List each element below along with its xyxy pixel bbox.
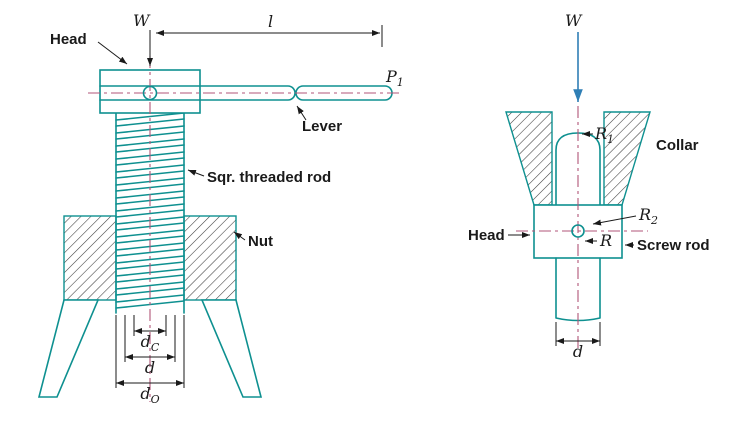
collar-right-wall <box>603 111 651 206</box>
lever-leader <box>296 105 307 121</box>
label-r1: R1 <box>594 124 614 146</box>
head-pin-circle-right <box>571 224 585 238</box>
collar-left-wall <box>505 111 553 206</box>
threaded-rod-leader <box>187 169 205 177</box>
label-head-right: Head <box>468 227 505 244</box>
label-threaded-rod: Sqr. threaded rod <box>207 169 331 186</box>
label-l: l <box>268 12 273 31</box>
nut-right-block <box>183 215 237 301</box>
label-w-right: W <box>565 11 583 30</box>
label-screw-rod: Screw rod <box>637 237 710 254</box>
label-head-left: Head <box>50 31 87 48</box>
r2-leader <box>592 215 637 226</box>
label-r2: R2 <box>638 205 658 227</box>
nut-left-block <box>63 215 117 301</box>
label-lever: Lever <box>302 118 342 135</box>
label-d-mean: d <box>145 358 155 377</box>
left-figure: W l P1 Head Lever Sqr. threaded rod Nut … <box>37 11 404 406</box>
head-pin-circle <box>142 85 158 101</box>
dim-ext-do <box>115 315 185 388</box>
label-d-right: d <box>573 342 583 361</box>
label-do: dO <box>140 384 159 406</box>
label-r: R <box>599 231 612 250</box>
nut-leader <box>233 231 246 241</box>
label-w-left: W <box>133 11 151 30</box>
leg-right <box>200 299 263 398</box>
leg-left <box>37 299 100 398</box>
head-leader <box>97 41 128 65</box>
right-figure: W R1 Collar Head R2 R Screw rod d <box>468 11 710 361</box>
label-dc: dC <box>141 332 160 354</box>
label-nut: Nut <box>248 233 273 250</box>
label-collar: Collar <box>656 137 699 154</box>
label-p1: P1 <box>385 67 404 89</box>
